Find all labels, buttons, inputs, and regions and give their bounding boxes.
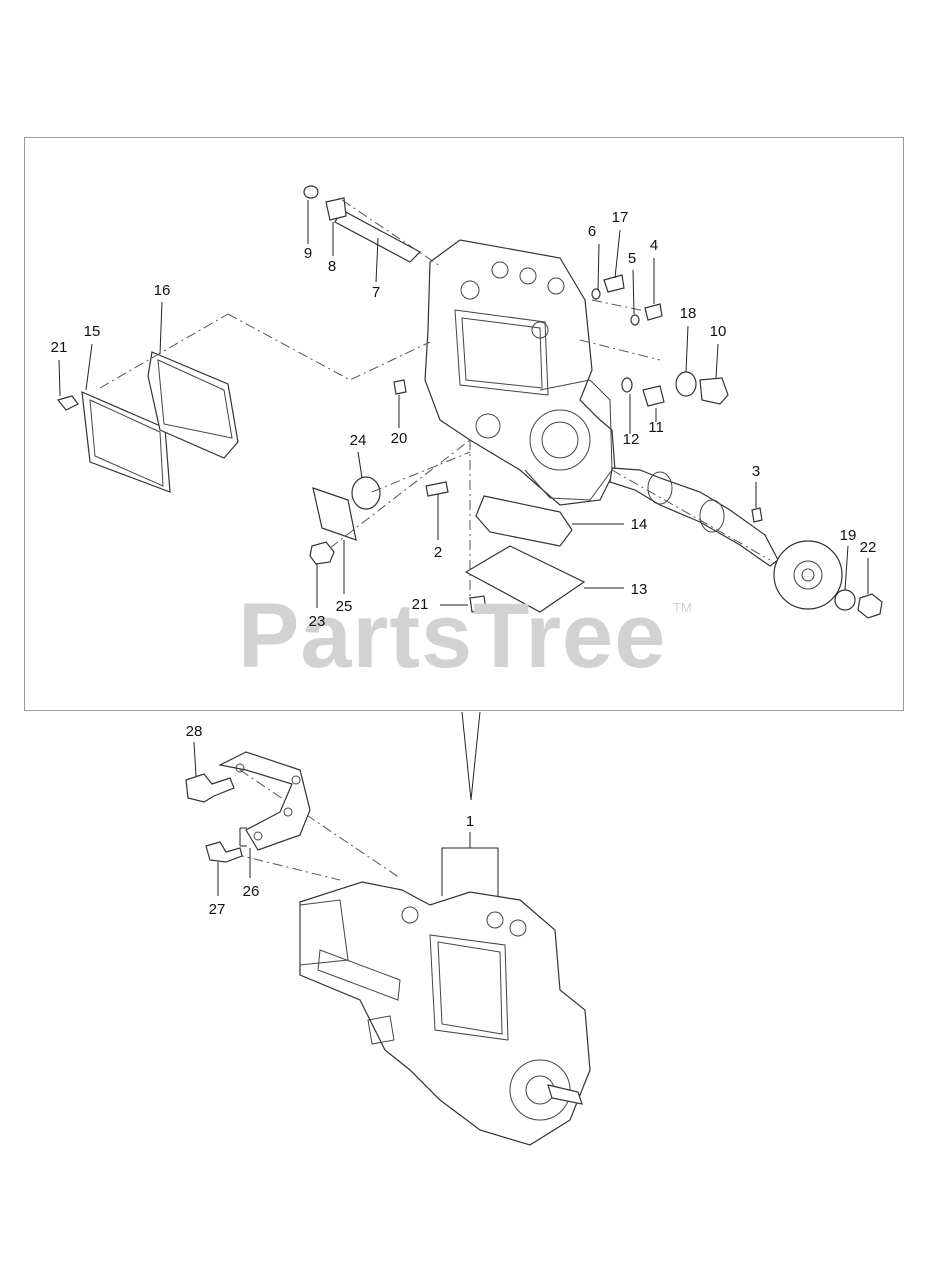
callout-9[interactable]: 9 — [303, 245, 313, 262]
callout-2[interactable]: 2 — [433, 544, 443, 561]
callout-8[interactable]: 8 — [327, 258, 337, 275]
callout-18[interactable]: 18 — [679, 305, 697, 322]
plate-25-illustration — [312, 487, 357, 541]
nut-illustration — [857, 593, 883, 619]
plug-10-illustration — [699, 377, 729, 405]
callout-3[interactable]: 3 — [751, 463, 761, 480]
washer-illustration — [834, 589, 856, 611]
callout-4[interactable]: 4 — [649, 237, 659, 254]
callout-20[interactable]: 20 — [390, 430, 408, 447]
callout-5[interactable]: 5 — [627, 250, 637, 267]
assembly-pointer — [461, 711, 481, 801]
callout-19[interactable]: 19 — [839, 527, 857, 544]
fitting-17-illustration — [603, 274, 625, 293]
callout-25[interactable]: 25 — [335, 598, 353, 615]
oring-12-illustration — [621, 377, 633, 393]
seal-18-illustration — [675, 371, 697, 397]
gasket-14-illustration — [475, 495, 573, 547]
key-3-illustration — [751, 507, 763, 523]
pump-body-illustration — [424, 239, 616, 506]
cover-plate-illustration — [81, 391, 171, 493]
callout-21-left[interactable]: 21 — [50, 339, 68, 356]
callout-12[interactable]: 12 — [622, 431, 640, 448]
callout-23[interactable]: 23 — [308, 613, 326, 630]
callout-16[interactable]: 16 — [153, 282, 171, 299]
plate-13-illustration — [464, 545, 586, 613]
oring-9-illustration — [303, 185, 319, 199]
callout-22[interactable]: 22 — [859, 539, 877, 556]
callout-15[interactable]: 15 — [83, 323, 101, 340]
oring-6-illustration — [591, 288, 601, 300]
oring-5-illustration — [630, 314, 640, 326]
callout-6[interactable]: 6 — [587, 223, 597, 240]
callout-10[interactable]: 10 — [709, 323, 727, 340]
bolt-28-illustration — [185, 773, 235, 803]
callout-7[interactable]: 7 — [371, 284, 381, 301]
stud-2-illustration — [425, 481, 449, 497]
callout-11[interactable]: 11 — [648, 419, 664, 436]
bolt-27-illustration — [205, 841, 243, 863]
nut-23-illustration — [309, 541, 335, 565]
callout-13[interactable]: 13 — [630, 581, 648, 598]
callout-1[interactable]: 1 — [465, 813, 475, 830]
callout-27[interactable]: 27 — [208, 901, 226, 918]
callout-24[interactable]: 24 — [349, 432, 367, 449]
callout-26[interactable]: 26 — [242, 883, 260, 900]
callout-14[interactable]: 14 — [630, 516, 648, 533]
partstree-watermark: PartsTree — [238, 585, 667, 687]
pin-20-illustration — [393, 379, 407, 395]
plug-8-illustration — [325, 197, 347, 221]
callout-21-lower[interactable]: 21 — [411, 596, 429, 613]
bracket-26-illustration — [218, 751, 311, 851]
leader-lines — [58, 200, 869, 908]
screw-21-lower-illustration — [469, 595, 487, 613]
callout-17[interactable]: 17 — [611, 209, 629, 226]
assembled-pump-illustration — [299, 881, 591, 1146]
callout-28[interactable]: 28 — [185, 723, 203, 740]
screw-21-left-illustration — [56, 395, 79, 411]
gasket-16-illustration — [147, 351, 239, 459]
plug-11-illustration — [642, 385, 665, 407]
exploded-view-frame — [24, 137, 904, 711]
drive-hub-illustration — [773, 540, 843, 610]
fitting-4-illustration — [644, 303, 663, 321]
assembly-lines — [99, 199, 771, 881]
oring-24-illustration — [351, 476, 381, 510]
trademark-mark: TM — [673, 600, 692, 615]
